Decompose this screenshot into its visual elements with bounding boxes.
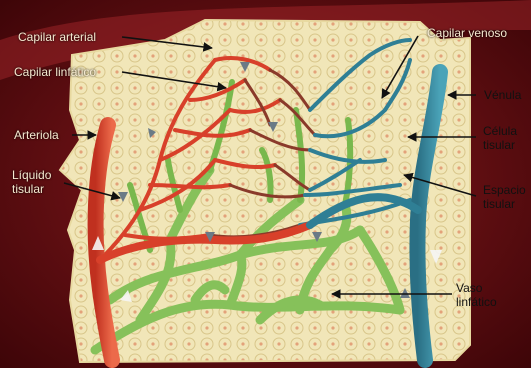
label-capilar-linfatico: Capilar linfático [14,65,96,79]
label-capilar-arterial: Capilar arterial [18,30,96,44]
label-celula-tisular: Célula tisular [483,124,517,152]
label-capilar-venoso: Capilar venoso [427,26,507,40]
label-liquido-tisular: Líquido tisular [12,168,51,196]
label-espacio-tisular: Espacio tisular [483,183,526,211]
label-venula: Vénula [484,88,521,102]
label-arteriola: Arteriola [14,128,59,142]
label-vaso-linfatico: Vaso linfático [456,281,497,309]
